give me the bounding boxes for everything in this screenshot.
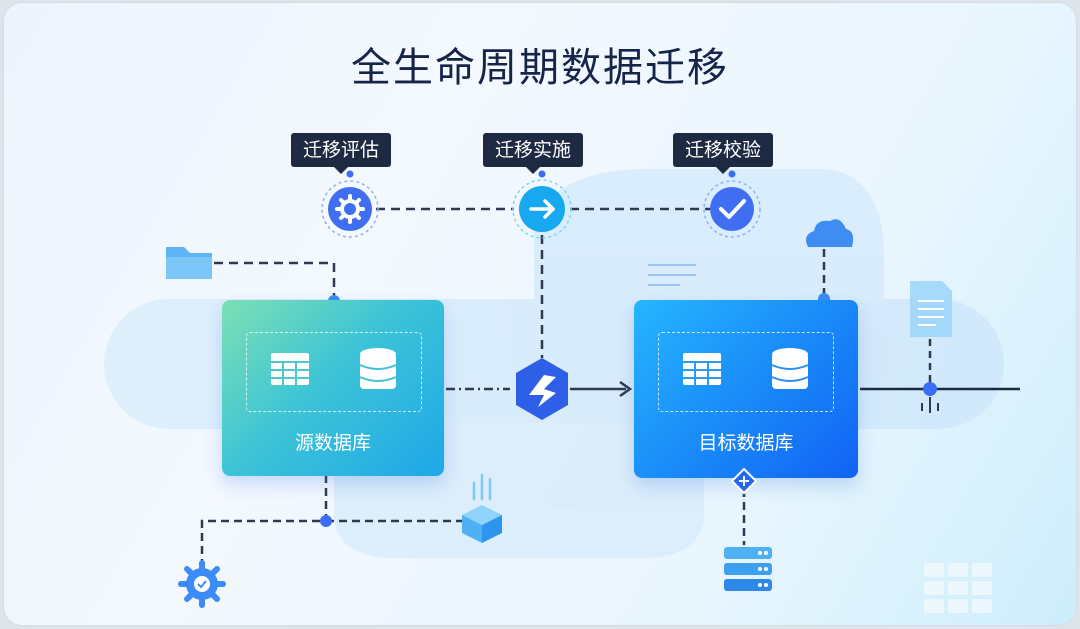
target-database-label: 目标数据库 <box>698 432 794 454</box>
stage-label-implementation: 迁移实施 <box>483 133 584 174</box>
source-db-icon-box <box>246 332 422 412</box>
label-dots <box>346 170 736 178</box>
table-icon <box>271 353 309 385</box>
diagram-title: 全生命周期数据迁移 <box>351 45 729 91</box>
cloud-icon <box>806 219 854 247</box>
settings-gear-icon <box>178 560 226 608</box>
check-icon <box>703 180 761 238</box>
cube-icon <box>462 473 502 543</box>
folder-icon <box>166 247 212 279</box>
gear-icon <box>321 180 379 238</box>
source-db-icons <box>271 348 397 389</box>
target-db-icons <box>683 348 809 389</box>
faint-grid-decoration <box>924 563 992 613</box>
connector-dot <box>923 382 937 396</box>
stage-label-verification: 迁移校验 <box>673 133 774 174</box>
flow-arrowhead <box>619 380 633 398</box>
database-icon <box>359 348 397 389</box>
source-database-label: 源数据库 <box>294 432 371 454</box>
target-db-icon-box <box>658 332 834 412</box>
server-stack-icon <box>724 547 772 591</box>
diagram-graphics <box>104 169 1020 613</box>
text-lines-decoration <box>648 264 696 286</box>
database-icon <box>771 348 809 389</box>
document-icon <box>910 281 952 337</box>
stage-label-assessment: 迁移评估 <box>291 133 392 174</box>
source-bottom-connector <box>200 475 328 563</box>
target-database-card: 目标数据库 <box>634 300 858 478</box>
ground-mark <box>921 397 939 413</box>
folder-connector <box>214 261 336 301</box>
arrow-right-icon <box>512 179 572 239</box>
diagram-canvas: 全生命周期数据迁移 迁移评估 迁移实施 迁移校验 <box>4 3 1076 625</box>
connector-dot <box>320 515 332 527</box>
table-icon <box>683 353 721 385</box>
logo-icon <box>516 358 568 420</box>
source-database-card: 源数据库 <box>222 300 444 476</box>
